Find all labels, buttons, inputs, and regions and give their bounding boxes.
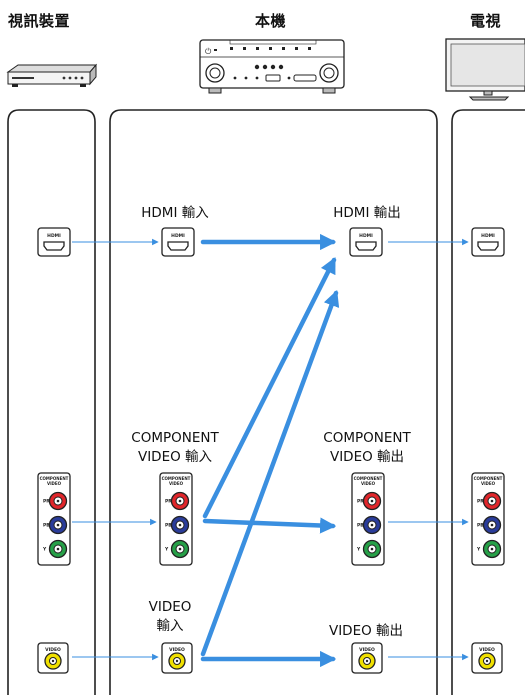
pb-label: PB (165, 523, 172, 529)
hdmi-jack-unit-out: HDMI (349, 227, 383, 257)
pr-label: PR (477, 499, 484, 505)
hdmi-output-label: HDMI 輸出 (333, 205, 401, 221)
hdmi-input-label: HDMI 輸入 (141, 205, 209, 221)
component-jack-label: COMPONENT (474, 476, 503, 481)
svg-text:⏻: ⏻ (205, 47, 212, 56)
svg-text:HDMI: HDMI (481, 233, 495, 239)
pb-label: PB (357, 523, 364, 529)
video-jack-source: VIDEO (37, 642, 69, 674)
svg-text:VIDEO: VIDEO (479, 647, 495, 653)
svg-text:VIDEO: VIDEO (45, 647, 61, 653)
video-jack-unit-in: VIDEO (161, 642, 193, 674)
component-jack-label: VIDEO (169, 481, 184, 486)
video-device-icon (6, 63, 98, 87)
pb-label: PB (477, 523, 484, 529)
component-jack-label: COMPONENT (162, 476, 191, 481)
component-jack-label: COMPONENT (354, 476, 383, 481)
arrow-component-to-hdmi (202, 257, 337, 519)
unit-column-frame (109, 109, 438, 695)
video-jack-tv: VIDEO (471, 642, 503, 674)
svg-text:HDMI: HDMI (47, 233, 61, 239)
av-receiver-icon: ⏻ (199, 39, 345, 94)
unit-title: 本機 (255, 12, 287, 30)
component-jack-label: VIDEO (361, 481, 376, 486)
hdmi-jack-unit-in: HDMI (161, 227, 195, 257)
component-jack-label: VIDEO (47, 481, 62, 486)
tv-column-frame (451, 109, 525, 695)
hdmi-jack-source: HDMI (37, 227, 71, 257)
svg-text:HDMI: HDMI (171, 233, 185, 239)
hdmi-jack-tv: HDMI (471, 227, 505, 257)
source-column-frame (7, 109, 96, 695)
pr-label: PR (165, 499, 172, 505)
arrow-video-to-hdmi (200, 289, 340, 657)
component-jack-label: VIDEO (481, 481, 496, 486)
video-jack-unit-out: VIDEO (351, 642, 383, 674)
arrow-component-to-component (202, 517, 337, 534)
video-output-label: VIDEO 輸出 (328, 623, 404, 639)
pb-label: PB (43, 523, 50, 529)
y-label: Y (164, 547, 169, 553)
component-jack-label: COMPONENT (40, 476, 69, 481)
y-label: Y (42, 547, 47, 553)
pr-label: PR (43, 499, 50, 505)
source-device-title: 視訊裝置 (8, 12, 71, 30)
tv-icon (445, 38, 525, 101)
tv-title: 電視 (470, 12, 502, 30)
svg-text:VIDEO: VIDEO (169, 647, 185, 653)
y-label: Y (476, 547, 481, 553)
svg-text:HDMI: HDMI (359, 233, 373, 239)
pr-label: PR (357, 499, 364, 505)
y-label: Y (356, 547, 361, 553)
svg-text:VIDEO: VIDEO (359, 647, 375, 653)
